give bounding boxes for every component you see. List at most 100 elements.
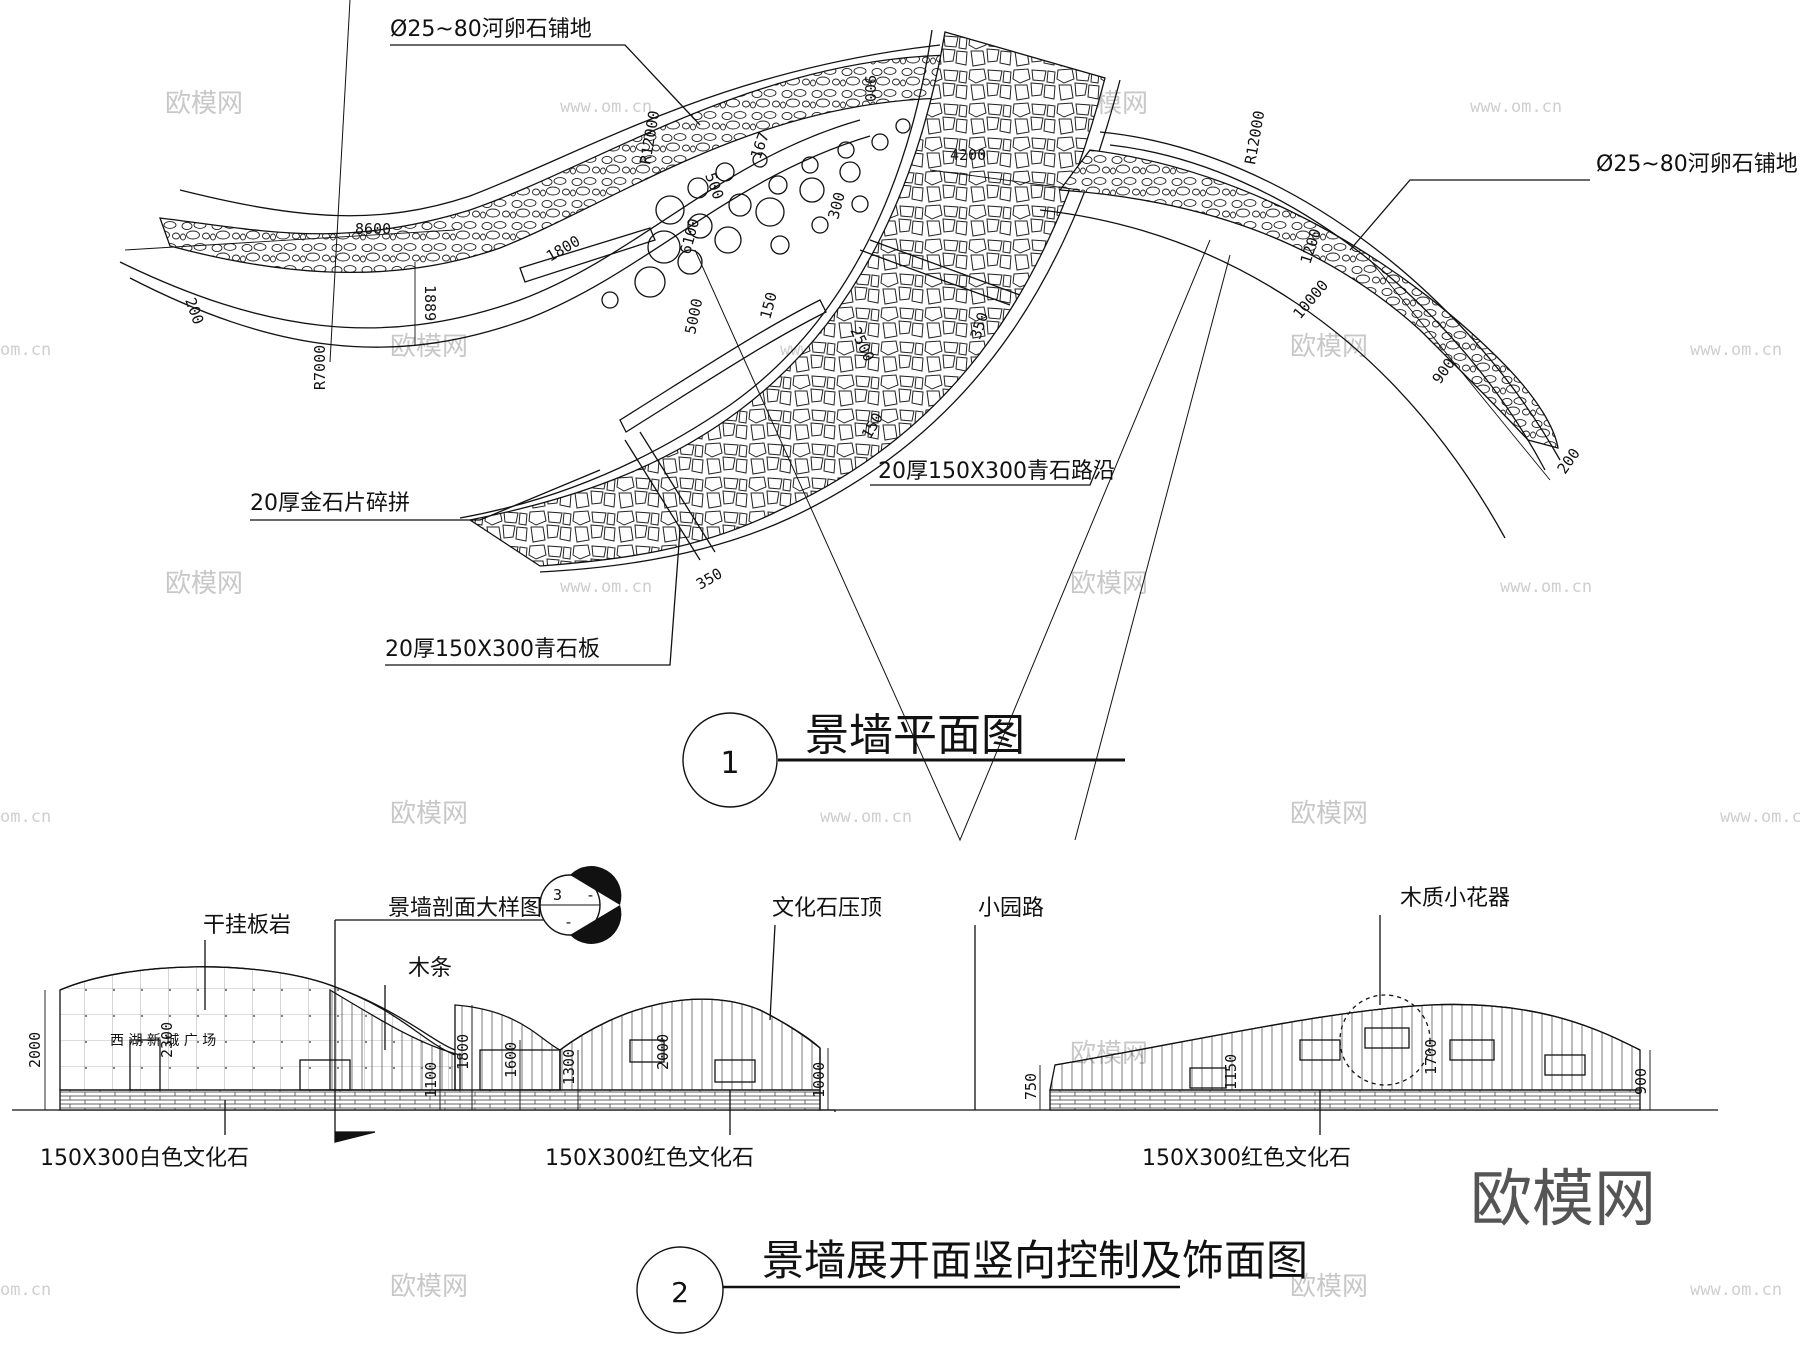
band-section-line (639, 431, 716, 553)
crazy-paving-band (468, 31, 1106, 567)
watermark-brand: 欧模网 (1290, 1272, 1368, 1302)
leader-line (390, 44, 701, 126)
dim-1800: 1800 (543, 232, 583, 266)
drawing-number-circle (682, 712, 778, 808)
sight-line (694, 239, 1211, 842)
dim-r12000-b: R12000 (1241, 109, 1268, 165)
dim-h1150: 1150 (1222, 1054, 1240, 1090)
sight-line (329, 0, 351, 363)
left-path-edge (119, 119, 861, 329)
label-pebble-right: Ø25~80河卵石铺地 (1596, 152, 1798, 177)
right-path-edge (1109, 144, 1546, 471)
watermark-brand: 欧模网 (390, 799, 468, 829)
end-pier (819, 1048, 835, 1111)
watermark-url: www.om.cn (560, 577, 652, 597)
right-coping-line (1054, 1003, 1641, 1066)
plan-drawing (119, 0, 1590, 842)
leader-line (1349, 179, 1590, 251)
watermark-url: om.cn (0, 340, 51, 360)
detail-circle (1339, 994, 1431, 1086)
band-section-line (869, 239, 1021, 296)
planter-box (629, 1039, 665, 1063)
watermark-url: om.cn (0, 1280, 51, 1300)
elevation-title-block: 2 景墙展开面竖向控制及饰面图 (636, 1236, 1308, 1334)
dim-h900: 900 (1632, 1068, 1650, 1095)
section-cut-arrow (334, 1131, 376, 1143)
dim-h1300: 1300 (560, 1049, 578, 1085)
label-wood-planter: 木质小花器 (1400, 886, 1510, 911)
label-gold-stone: 20厚金石片碎拼 (250, 491, 410, 516)
wall-panel (129, 1039, 161, 1091)
dim-500: 500 (701, 170, 727, 202)
watermark-url: www.om.cn (1690, 340, 1782, 360)
band-section-line (859, 249, 1011, 306)
left-outer-arc (179, 44, 941, 217)
watermark-brand: 欧模网 (165, 89, 243, 119)
sight-line (1074, 254, 1231, 841)
section-marker-arrow (570, 866, 622, 944)
dim-r7000: R7000 (311, 345, 329, 390)
watermark-url: www.om.cn (560, 97, 652, 117)
dim-4200: 4200 (950, 146, 986, 164)
watermark-url: om.cn (0, 807, 51, 827)
label-pebble-top: Ø25~80河卵石铺地 (390, 17, 592, 42)
watermark-brand: 欧模网 (1290, 332, 1368, 362)
label-white-stone: 150X300白色文化石 (40, 1146, 249, 1171)
dim-1889: 1889 (421, 285, 439, 321)
elevation-drawing (12, 915, 1718, 1143)
stepping-circles (601, 118, 911, 309)
coping-line (59, 966, 456, 1051)
left-path-edge (129, 135, 871, 348)
band-section-line (624, 439, 701, 561)
watermark-url: www.om.cn (820, 807, 912, 827)
label-bluestone-slab: 20厚150X300青石板 (385, 637, 600, 662)
right-inner-arc (1039, 209, 1506, 539)
dim-h1100: 1100 (422, 1062, 440, 1098)
planter-box (1544, 1054, 1586, 1076)
watermark-brand: 欧模网 (165, 569, 243, 599)
section-marker: 3 - - (539, 866, 622, 944)
right-wall-base (1049, 1089, 1641, 1111)
dimension-line (124, 229, 456, 251)
watermark-url: www.om.cn (1500, 577, 1592, 597)
section-marker-bottom: - (564, 913, 573, 931)
dim-350-b: 350 (693, 564, 725, 593)
label-curb: 20厚150X300青石路沿 (878, 459, 1115, 484)
watermark-brand: 欧模网 (1070, 569, 1148, 599)
dim-5000: 5000 (681, 297, 706, 336)
dim-200-right: 200 (1554, 445, 1584, 478)
wall-panel (299, 1059, 351, 1091)
elevation-title: 景墙展开面竖向控制及饰面图 (762, 1236, 1308, 1285)
dim-h1600: 1600 (502, 1042, 520, 1078)
label-wood-strip: 木条 (408, 956, 452, 981)
planter-box (1449, 1039, 1495, 1061)
dim-6100: 6100 (676, 216, 703, 256)
dim-h750: 750 (1022, 1073, 1040, 1100)
dim-h2000-b: 2000 (654, 1034, 672, 1070)
brand-watermark: 欧模网 (1470, 1162, 1656, 1235)
bench-strip (619, 299, 827, 433)
dim-150-a: 150 (756, 290, 780, 321)
coping-line (559, 998, 821, 1051)
watermark-url: www.om.cn (1470, 97, 1562, 117)
watermark-brand: 欧模网 (390, 332, 468, 362)
leader-line (250, 469, 601, 521)
dim-h2000: 2000 (26, 1032, 44, 1068)
label-small-path: 小园路 (978, 896, 1044, 921)
watermark-brand: 欧模网 (1290, 799, 1368, 829)
dim-200-left: 200 (181, 295, 207, 327)
watermark-brand: 欧模网 (390, 1272, 468, 1302)
plan-title: 景墙平面图 (805, 710, 1025, 761)
drawing-number-circle (636, 1246, 724, 1334)
planter-box (714, 1059, 756, 1083)
planter-box (1364, 1027, 1410, 1049)
plan-title-block: 1 景墙平面图 (682, 710, 1125, 808)
dimension-line (929, 169, 1081, 191)
label-red-stone-b: 150X300红色文化石 (1142, 1146, 1351, 1171)
mid-wavy-wall (559, 998, 821, 1091)
dim-10000: 10000 (1289, 276, 1332, 322)
label-dry-hang: 干挂板岩 (203, 913, 291, 938)
plan-number: 1 (720, 746, 739, 781)
leader-line (769, 924, 776, 1021)
